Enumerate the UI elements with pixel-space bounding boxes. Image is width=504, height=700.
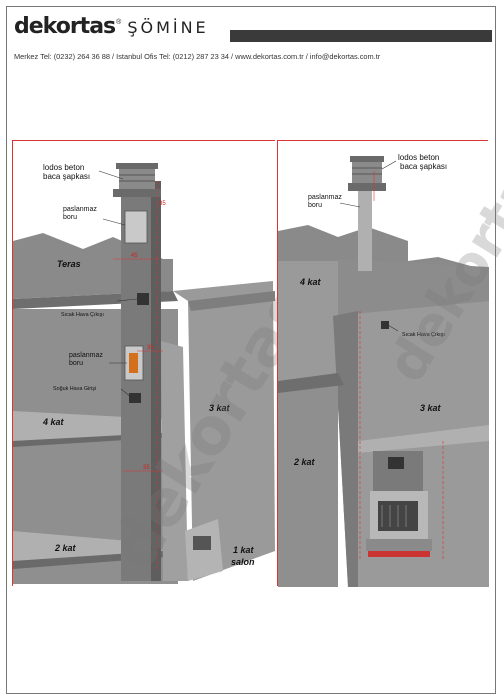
floor-1-label: 1 kat <box>233 545 254 555</box>
dimension-45: 45 <box>131 253 138 259</box>
right-hot-air-outlet-label: Sıcak Hava Çıkışı <box>402 332 445 338</box>
dimension-35-c: 35 <box>159 201 166 207</box>
hot-air-outlet-label: Sıcak Hava Çıkışı <box>61 312 104 318</box>
pipe2-label-2: boru <box>69 360 84 367</box>
header-bar <box>230 30 492 42</box>
pipe2-label-1: paslanmaz <box>69 352 103 359</box>
page-frame <box>6 6 496 694</box>
pipe-label-2: boru <box>63 214 78 221</box>
cold-air-inlet-label: Soğuk Hava Girişi <box>53 386 97 392</box>
right-section-panel: lodos beton baca şapkası paslanmaz boru … <box>277 132 504 587</box>
floor-3-label: 3 kat <box>209 403 230 413</box>
pipe-label-1: paslanmaz <box>63 206 97 213</box>
terrace-label: Teras <box>57 259 81 269</box>
floor-1-salon-label: salon <box>231 557 255 567</box>
right-floor-3-label: 3 kat <box>420 403 441 413</box>
brand-registered-mark: ® <box>116 19 122 26</box>
chimney-cap-label-1: lodos beton <box>43 163 85 172</box>
left-section-panel: lodos beton baca şapkası paslanmaz boru … <box>12 140 327 587</box>
right-chimney-cap-label-2: baca şapkası <box>400 162 448 171</box>
dimension-35-b: 35 <box>143 465 150 471</box>
brand-logo: dekortas ® ŞÖMİNE <box>14 16 209 38</box>
left-section-drawing <box>13 141 276 587</box>
floor-4-label: 4 kat <box>43 417 64 427</box>
right-floor-2-label: 2 kat <box>294 457 315 467</box>
right-section-drawing <box>278 141 489 587</box>
contact-line: Merkez Tel: (0232) 264 36 88 / Istanbul … <box>14 52 381 61</box>
floor-2-label: 2 kat <box>55 543 76 553</box>
dimension-35-a: 35 <box>147 345 154 351</box>
right-pipe-label-1: paslanmaz <box>308 194 342 201</box>
brand-name: dekortas <box>14 14 116 39</box>
right-floor-4-label: 4 kat <box>300 277 321 287</box>
brand-subtitle: ŞÖMİNE <box>127 18 209 37</box>
chimney-cap-label-2: baca şapkası <box>43 172 91 181</box>
right-pipe-label-2: boru <box>308 202 323 209</box>
right-chimney-cap-label-1: lodos beton <box>398 153 440 162</box>
